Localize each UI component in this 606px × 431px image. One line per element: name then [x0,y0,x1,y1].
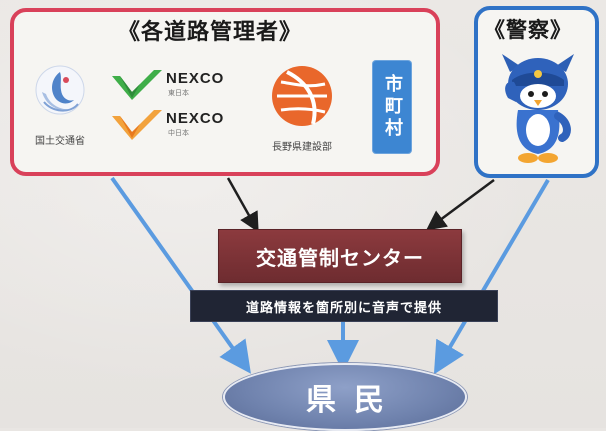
nexco-east-check-icon [112,70,162,100]
nagano-emblem-icon [272,66,332,126]
road-info-audio-bar: 道路情報を箇所別に音声で提供 [190,290,498,322]
arrow-police-to-center [425,178,495,231]
nexco-east-wordmark: NEXCO [166,70,225,87]
police-mascot-icon [502,54,574,163]
nexco-central-sub: 中日本 [168,129,189,137]
municipal-box: 市町村 [372,60,412,154]
nexco-east-org: NEXCO 東日本 [110,68,250,104]
traffic-control-center-box: 交通管制センター [218,229,462,283]
arrow-roads-to-residents [110,176,251,374]
mlit-org: 国土交通省 [24,62,96,147]
arrow-roads-to-center [226,177,259,233]
nagano-construction-org: 長野県建設部 [254,60,350,153]
mlit-logo-icon [35,65,85,115]
residents-ellipse: 県民 [223,363,467,431]
nagano-label: 長野県建設部 [272,142,332,153]
mlit-label: 国土交通省 [35,136,85,147]
road-managers-title: 《各道路管理者》 [118,20,303,45]
nexco-central-wordmark: NEXCO [166,110,225,127]
nexco-central-check-icon [112,110,162,140]
nexco-central-org: NEXCO 中日本 [110,108,250,144]
police-title: 《警察》 [484,18,572,42]
nexco-east-sub: 東日本 [168,89,189,97]
arrow-police-to-residents [433,178,550,375]
